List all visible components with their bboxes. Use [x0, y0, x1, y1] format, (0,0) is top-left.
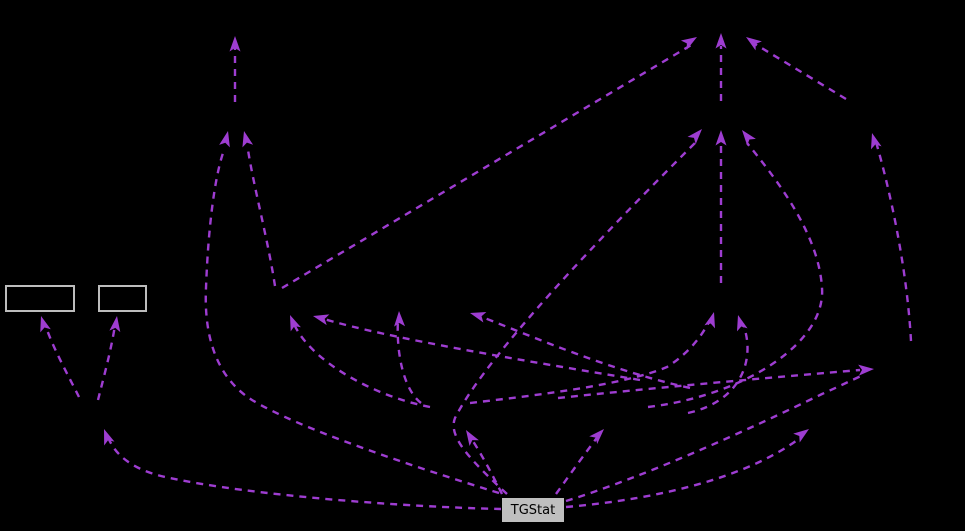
arrowhead-tgstat-to-t3: [687, 129, 702, 145]
arrowhead-tgstat-to-y: [589, 429, 604, 444]
edge-tgstat-to-r2: [565, 437, 801, 509]
edge-n5-to-box2: [96, 324, 117, 401]
arrowhead-r1-to-t4: [870, 133, 882, 150]
edge-tgstat-to-b: [204, 149, 500, 495]
arrowhead-right-to-m4-left: [470, 311, 487, 323]
arrowhead-m1-to-t2: [680, 37, 697, 50]
edge-z-to-m1: [292, 323, 431, 409]
arrowhead-y-to-t3-curve: [742, 130, 756, 146]
edge-y-to-m2-b: [687, 323, 749, 415]
arrowhead-n5-to-box2: [109, 316, 121, 333]
arrowhead-t4-to-t2: [746, 37, 762, 51]
edge-tgstat-to-t3: [452, 140, 698, 495]
edge-left-to-m2-a: [469, 321, 711, 405]
edge-tgstat-to-n5: [106, 436, 502, 511]
edge-r1-to-t4: [874, 141, 913, 342]
arrowhead-tgstat-to-b: [219, 131, 230, 148]
arrowhead-left-to-m2-a: [704, 312, 716, 329]
edge-tgstat-line-a: [565, 374, 862, 503]
edge-m1-to-b: [246, 149, 277, 287]
edge-z-to-m3: [396, 318, 422, 404]
arrowhead-n5-to-box1: [40, 316, 51, 333]
edge-band-to-r1: [557, 368, 861, 400]
edge-right-to-m4-left: [481, 315, 691, 390]
edge-m1-to-t2: [281, 42, 694, 290]
arrowhead-tgstat-to-n5: [104, 429, 115, 446]
arrowhead-band-to-r1: [858, 364, 874, 376]
arrowhead-tgstat-to-r2: [793, 429, 809, 443]
arrowhead-m2-to-t3: [715, 130, 727, 146]
arrowhead-z-to-m1: [290, 315, 301, 332]
edge-tgstat-to-z: [469, 437, 504, 495]
edge-tgstat-to-y: [555, 434, 600, 495]
arrowhead-y-to-m2-b: [736, 315, 748, 332]
graph-node-tgstat-label: TGStat: [510, 502, 556, 518]
arrowhead-z-to-m3: [394, 311, 406, 327]
graph-node-left-2[interactable]: [98, 285, 147, 312]
arrowhead-tgstat-to-z: [466, 430, 479, 447]
edge-n5-to-box1: [43, 323, 81, 398]
arrowhead-right-to-m1-left: [313, 314, 330, 326]
edge-t4-to-t2: [749, 39, 847, 101]
graph-node-left-1[interactable]: [5, 285, 75, 312]
arrowhead-b-to-a: [229, 36, 241, 52]
arrowhead-m1-to-b: [242, 131, 254, 148]
arrowhead-t3-to-t2: [715, 33, 727, 49]
edge-y-to-t3-curve: [647, 142, 824, 409]
edge-right-to-m1-left: [323, 317, 641, 382]
graph-node-tgstat[interactable]: TGStat: [501, 497, 565, 523]
